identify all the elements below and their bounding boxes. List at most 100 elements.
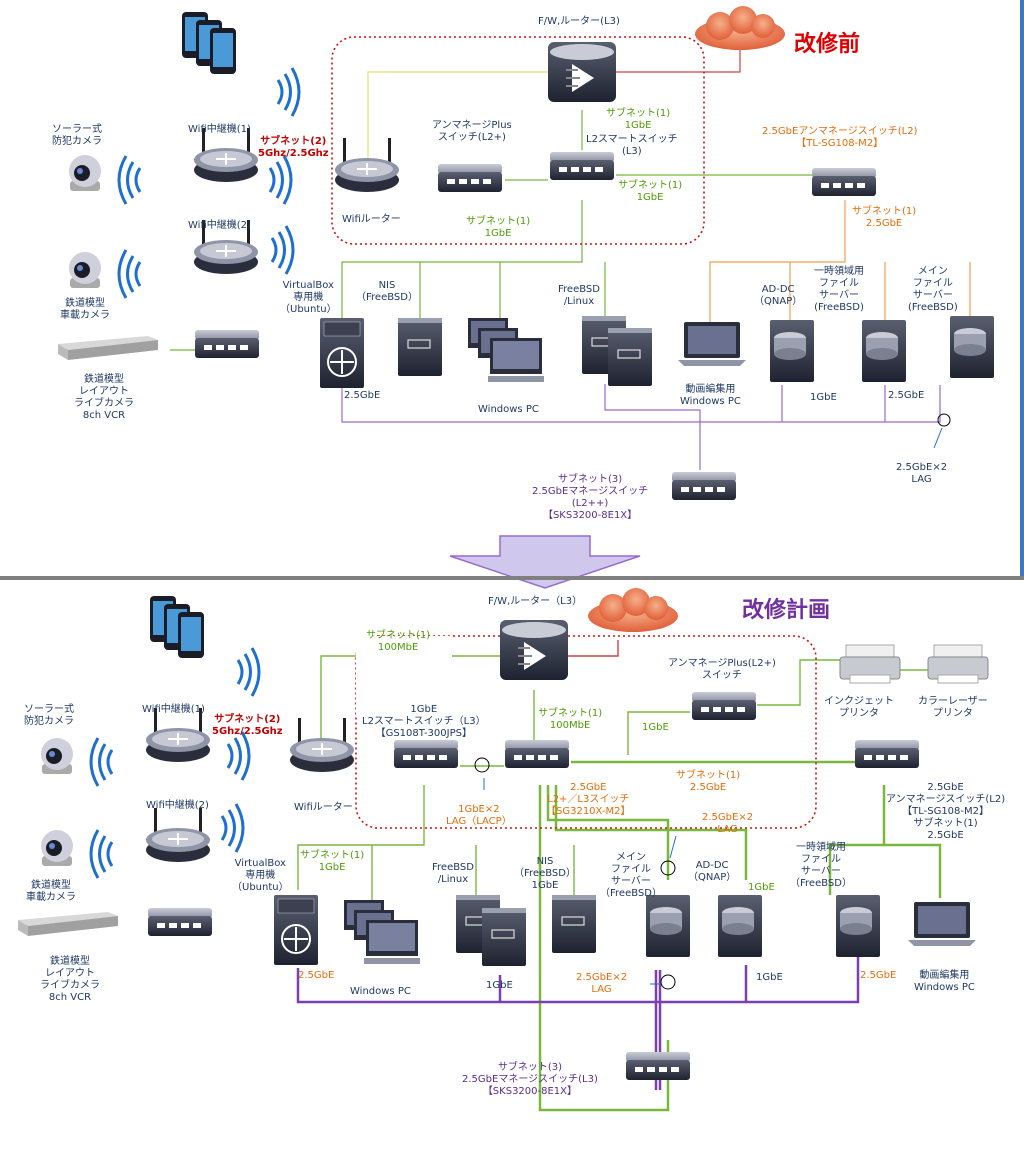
cloud-icon — [695, 6, 785, 50]
l2-smart-label: 1GbE L2スマートスイッチ（L3） 【GS108T-300JPS】 — [362, 704, 486, 739]
nis-label: NIS （FreeBSD） — [356, 280, 418, 303]
switch-25gbe-icon — [855, 740, 919, 768]
switch-sks3200-icon — [626, 1052, 690, 1080]
video-pc-label: 動画編集用 Windows PC — [914, 970, 975, 993]
vbox-25gbe-label: 2.5GbE — [344, 390, 381, 401]
fw-router-icon — [499, 619, 569, 681]
subnet1-100m-label: サブネット(1) 100MbE — [366, 630, 431, 653]
wifi-waves-icon — [226, 730, 251, 782]
temp-fileserver-icon — [836, 895, 880, 957]
ad-dc-label: AD-DC （QNAP） — [754, 284, 803, 307]
section-divider — [0, 576, 1024, 580]
wifi-router-label: Wifiルーター — [342, 214, 401, 225]
outline-mask — [356, 636, 452, 716]
windows-pc-icon — [344, 900, 420, 964]
vcr-switch-icon — [195, 330, 259, 358]
wifi-router-icon — [334, 137, 400, 193]
subnet2-label: サブネット(2) 5Ghz/2.5Ghz — [258, 136, 329, 159]
fbsd-1gbe-label: 1GbE — [486, 980, 513, 991]
ad-dc-storage-icon — [718, 895, 762, 957]
solar-camera-label: ソーラー式 防犯カメラ — [24, 704, 74, 727]
after-links — [296, 640, 942, 1112]
wifi-repeater-1-icon — [193, 127, 259, 183]
wifi-rep1-label: Wifi中継機(1) — [188, 124, 251, 135]
subnet3-label: サブネット(3) 2.5GbEマネージスイッチ(L3) 【SKS3200-8E1… — [462, 1062, 598, 1097]
qnap-1gbe-label: 1GbE — [810, 392, 837, 403]
wifi-waves-icon — [89, 828, 114, 880]
subnet1-right-label: サブネット(1) 1GbE — [618, 180, 683, 203]
virtualbox-label: VirtualBox 専用機 （Ubuntu） — [232, 858, 289, 893]
freebsd-linux-label: FreeBSD /Linux — [558, 284, 600, 307]
transition-arrow-icon — [449, 535, 641, 589]
right-edge-bar — [1020, 0, 1024, 576]
train-camera-icon — [41, 830, 73, 866]
linux-server-icon — [607, 327, 653, 387]
ad-dc-label: AD-DC （QNAP） — [688, 860, 737, 883]
video-pc-icon — [908, 902, 976, 946]
vcr-icon — [18, 912, 118, 936]
temp-25gbe-label: 2.5GbE — [860, 970, 897, 981]
subnet3-label: サブネット(3) 2.5GbEマネージスイッチ (L2++) 【SKS3200-… — [532, 474, 649, 521]
solar-camera-icon — [41, 738, 73, 774]
inkjet-label: インクジェット プリンタ — [824, 696, 894, 719]
wifi-waves-icon — [270, 224, 295, 276]
wifi-rep2-label: Wifi中継機(2) — [188, 220, 251, 231]
vcr-label: 鉄道模型 レイアウト ライブカメラ 8ch VCR — [74, 374, 134, 421]
before-title: 改修前 — [794, 32, 861, 57]
virtualbox-server-icon — [273, 894, 319, 966]
wifi-waves-icon — [220, 802, 245, 854]
wifi-waves-icon — [276, 66, 301, 118]
nis-server-icon — [551, 894, 597, 954]
subnet1-25gbe-label: サブネット(1) 2.5GbE — [852, 206, 917, 229]
fw-router-label: F/W,ルーター(L3) — [538, 16, 620, 27]
vcr-label: 鉄道模型 レイアウト ライブカメラ 8ch VCR — [40, 956, 100, 1003]
cloud-icon — [588, 588, 678, 632]
wifi-router-icon — [289, 717, 355, 773]
windows-pc-label: Windows PC — [350, 986, 411, 997]
vbox-25gbe-label: 2.5GbE — [298, 970, 335, 981]
before-section — [58, 6, 994, 500]
unmanaged-plus-label: アンマネージPlus(L2+) スイッチ — [668, 658, 776, 681]
main-fs-label: メイン ファイル サーバー (FreeBSD) — [908, 266, 958, 313]
wifi-waves-icon — [236, 646, 261, 698]
subnet1-top-label: サブネット(1) 1GbE — [606, 108, 671, 131]
wifi-waves-icon — [117, 248, 142, 300]
train-camera-icon — [69, 252, 101, 288]
lag-marker — [660, 974, 676, 990]
wifi-rep2-label: Wifi中継機(2) — [146, 800, 209, 811]
windows-pc-icon — [468, 318, 544, 382]
windows-pc-label: Windows PC — [478, 404, 539, 415]
temp-fs-label: 一時領域用 ファイル サーバー （FreeBSD） — [790, 842, 852, 889]
video-pc-icon — [678, 322, 746, 366]
switch-25gbe-icon — [812, 168, 876, 196]
laser-printer-icon — [927, 644, 989, 684]
before-links — [170, 45, 971, 470]
l3-switch-icon — [505, 740, 569, 768]
wifi-repeater-1-icon — [145, 707, 211, 763]
switch-sks3200-icon — [672, 472, 736, 500]
wifi-waves-icon — [89, 736, 114, 788]
vcr-icon — [58, 336, 158, 360]
unmanaged-plus-switch-icon — [438, 164, 502, 192]
subnet1-100m-2-label: サブネット(1) 100MbE — [538, 708, 603, 731]
train-camera-label: 鉄道模型 車載カメラ — [60, 298, 110, 321]
video-pc-label: 動画編集用 Windows PC — [680, 384, 741, 407]
ad-dc-storage-icon — [770, 320, 814, 382]
freebsd-linux-label: FreeBSD /Linux — [432, 862, 474, 885]
unmanaged-plus-label: アンマネージPlus スイッチ(L2+) — [432, 120, 512, 143]
smartphones-icon — [150, 596, 204, 658]
lag-mid-label: 2.5GbE×2 LAG — [702, 812, 754, 835]
subnet1-25gbe-label: サブネット(1) 2.5GbE — [676, 770, 741, 793]
solar-camera-icon — [69, 155, 101, 191]
switch25-label: 2.5GbEアンマネージスイッチ(L2) 【TL-SG108-M2】 — [762, 126, 918, 149]
fw-router-icon — [547, 41, 617, 103]
wifi-waves-icon — [117, 154, 142, 206]
mid-1gbe-label: 1GbE — [642, 722, 669, 733]
unmanaged-plus-switch-icon — [692, 692, 756, 720]
main-fileserver-icon — [646, 895, 690, 957]
temp-fileserver-icon — [862, 320, 906, 382]
l3-switch-label: 2.5GbE L2+／L3スイッチ 【SG3210X-M2】 — [546, 782, 631, 817]
virtualbox-server-icon — [319, 317, 365, 389]
wifi-repeater-2-icon — [145, 807, 211, 863]
fw-router-label: F/W,ルーター（L3） — [488, 596, 583, 607]
